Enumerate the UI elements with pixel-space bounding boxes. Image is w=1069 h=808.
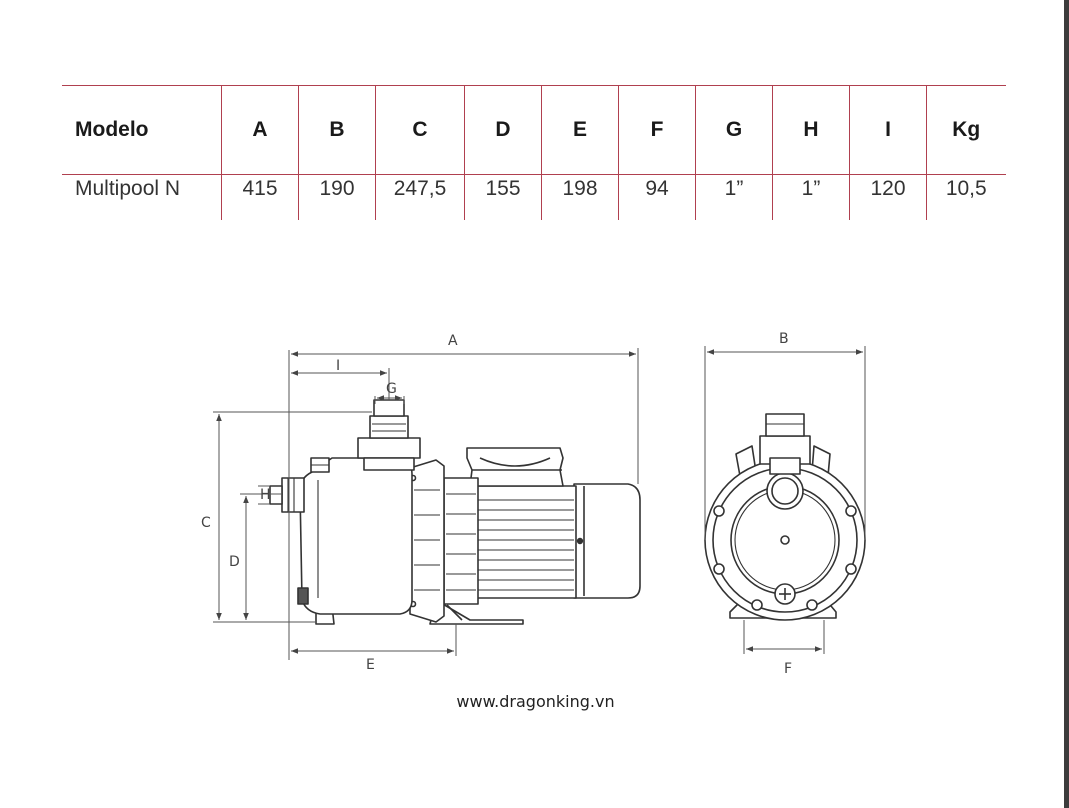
table-row: Multipool N 415 190 247,5 155 198 94 1” …	[62, 174, 1006, 220]
header-b: B	[298, 85, 376, 175]
cell-b: 190	[298, 174, 376, 220]
website-footer: www.dragonking.vn	[0, 692, 1069, 712]
page-edge	[1064, 0, 1069, 808]
header-kg: Kg	[926, 85, 1006, 175]
cell-f: 94	[618, 174, 696, 220]
header-c: C	[375, 85, 465, 175]
dim-label-h: H	[260, 487, 271, 503]
cell-kg: 10,5	[926, 174, 1006, 220]
header-d: D	[464, 85, 542, 175]
side-view-labels: A I G H C D E	[201, 333, 458, 673]
dim-label-i: I	[336, 358, 340, 374]
pump-side-view	[269, 399, 641, 625]
header-modelo: Modelo	[62, 85, 222, 175]
dim-label-a: A	[448, 333, 458, 349]
dim-label-d: D	[229, 554, 240, 570]
cell-i: 120	[849, 174, 927, 220]
cell-a: 415	[221, 174, 299, 220]
spec-table: Modelo A B C D E F G H I Kg Multipool N …	[62, 85, 1006, 220]
cell-g: 1”	[695, 174, 773, 220]
header-a: A	[221, 85, 299, 175]
dim-label-f: F	[784, 661, 792, 677]
side-view-dimensions	[213, 348, 639, 660]
front-view-labels: B F	[779, 331, 792, 677]
website-link[interactable]: www.dragonking.vn	[456, 692, 615, 711]
table-header-row: Modelo A B C D E F G H I Kg	[62, 85, 1006, 175]
dim-label-c: C	[201, 515, 211, 531]
motor-cooling-fins	[478, 499, 574, 591]
front-view-dimensions	[704, 346, 866, 654]
dim-label-g: G	[386, 381, 397, 397]
dim-label-e: E	[366, 657, 375, 673]
header-g: G	[695, 85, 773, 175]
header-h: H	[772, 85, 850, 175]
header-i: I	[849, 85, 927, 175]
cell-h: 1”	[772, 174, 850, 220]
cell-c: 247,5	[375, 174, 465, 220]
header-f: F	[618, 85, 696, 175]
header-e: E	[541, 85, 619, 175]
cell-d: 155	[464, 174, 542, 220]
dim-label-b: B	[779, 331, 789, 347]
cell-e: 198	[541, 174, 619, 220]
cell-model: Multipool N	[75, 177, 181, 200]
pump-front-view	[704, 413, 866, 621]
